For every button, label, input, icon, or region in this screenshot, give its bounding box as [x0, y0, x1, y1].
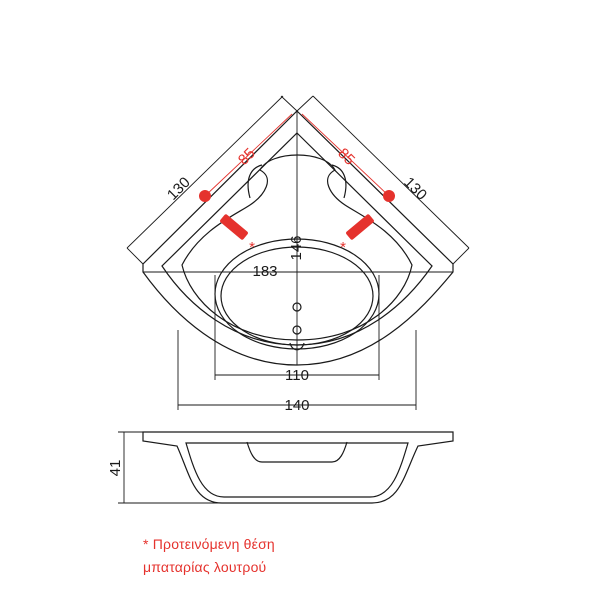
side-dimension-lines: [118, 431, 220, 504]
dim-label-41: 41: [107, 460, 124, 477]
tub-profile-seat: [246, 441, 348, 463]
dimension-lines: [126, 95, 470, 410]
dim-label-130-right: 130: [400, 174, 430, 204]
dim-label-140: 140: [284, 397, 309, 414]
tap-asterisk-right: *: [340, 239, 346, 256]
tap-point-left: [199, 190, 211, 202]
note-bath-mixer: μπαταρίας λουτρού: [143, 559, 267, 575]
dim-label-110: 110: [285, 367, 309, 384]
tap-asterisk-left: *: [249, 239, 255, 256]
armrest-right: [331, 164, 347, 199]
tap-dimension-lines: [204, 113, 390, 197]
tap-body-right: [346, 214, 374, 240]
dim-label-146: 146: [288, 235, 305, 260]
dim-label-130-left: 130: [164, 174, 194, 204]
dim-label-85-right: 85: [334, 145, 358, 169]
tub-profile: [142, 431, 454, 504]
side-view: [142, 431, 454, 504]
tap-point-right: [383, 190, 395, 202]
tap-body-left: [220, 214, 248, 240]
tap-position-markers: [199, 190, 395, 240]
dim-label-183: 183: [252, 263, 277, 280]
note-recommended-position: * Προτεινόμενη θέση: [143, 536, 275, 552]
armrest-left: [247, 164, 263, 199]
tub-profile-inner: [185, 442, 409, 498]
